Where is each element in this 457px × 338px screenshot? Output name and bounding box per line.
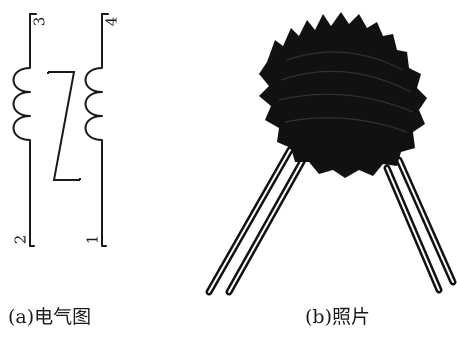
left-winding (12, 13, 31, 181)
caption-photo: (b)照片 (305, 306, 370, 328)
choke-schematic (12, 13, 109, 247)
pin-label-4: 4 (102, 16, 121, 27)
right-winding (84, 13, 103, 181)
core-symbol (48, 71, 80, 181)
caption-electrical-diagram: (a)电气图 (8, 306, 92, 328)
left-lower-lead (29, 179, 35, 247)
pin-label-1: 1 (83, 234, 102, 245)
pin-label-2: 2 (11, 234, 30, 245)
choke-photo (205, 12, 457, 296)
pin-label-3: 3 (30, 16, 49, 27)
right-lower-lead (101, 179, 107, 247)
